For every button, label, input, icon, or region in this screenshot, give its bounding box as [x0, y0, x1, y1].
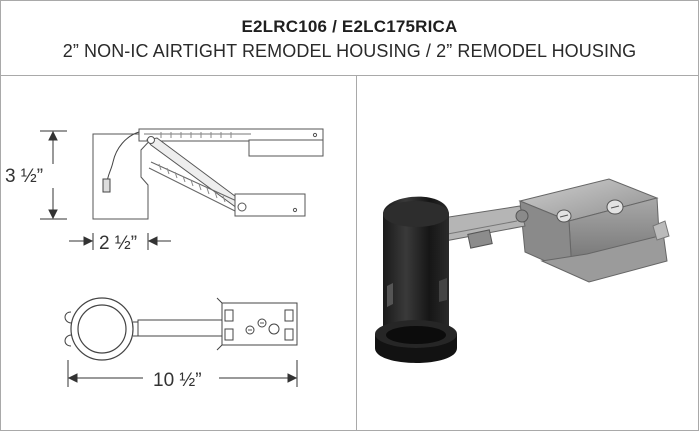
length-label: 10 ½”: [153, 370, 202, 391]
width-label: 2 ½”: [99, 233, 137, 254]
product-subtitle: 2” NON-IC AIRTIGHT REMODEL HOUSING / 2” …: [62, 41, 637, 61]
top-view-housing: [64, 297, 298, 361]
product-photo: [375, 178, 670, 363]
model-title: E2LRC106 / E2LC175RICA: [241, 17, 458, 36]
side-view-housing: [92, 128, 324, 220]
housing-can: [375, 196, 457, 363]
product-photo-panel: [357, 76, 698, 430]
width-dimension: [69, 233, 171, 250]
junction-box: [518, 178, 670, 283]
dimension-drawing-panel: 3 ½” 2 ½” 10 ½”: [1, 76, 357, 430]
spec-header: E2LRC106 / E2LC175RICA 2” NON-IC AIRTIGH…: [1, 1, 698, 76]
dimension-drawing: 3 ½” 2 ½” 10 ½”: [5, 128, 324, 391]
length-dimension: [67, 360, 298, 387]
height-label: 3 ½”: [5, 166, 43, 187]
height-dimension: [40, 130, 67, 220]
